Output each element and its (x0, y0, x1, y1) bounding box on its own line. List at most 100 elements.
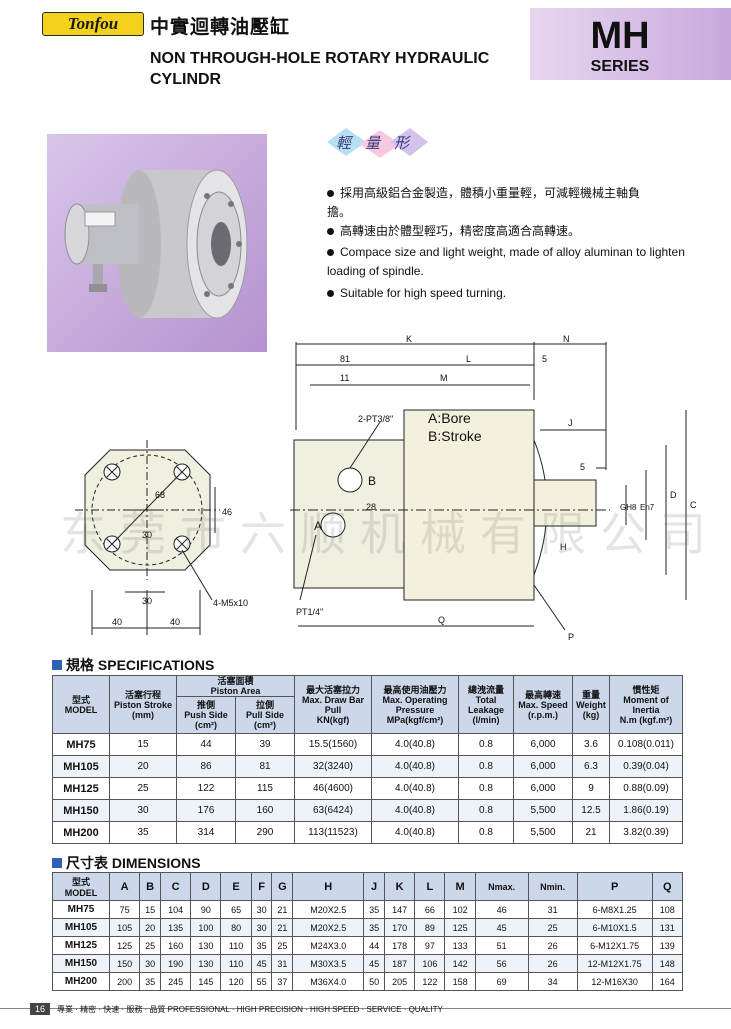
model-cell: MH150 (52, 799, 110, 822)
feature-bullet-zh-1: 採用高級鋁合金製造，體積小重量輕，可減輕機械主軸負擔。 (327, 184, 657, 222)
dim-H: H (560, 542, 567, 552)
dim-cell: 30 (250, 918, 273, 937)
bore-label: A:Bore (428, 410, 471, 426)
header-text: Push Side (184, 710, 228, 720)
dim-col-header: K (383, 872, 416, 901)
dim-col-header: A (108, 872, 141, 901)
bullet-icon (327, 290, 334, 298)
header-text: MODEL (64, 704, 98, 715)
dim-col-header: Q (651, 872, 684, 901)
spec-cell: 86 (176, 755, 236, 778)
dim-cell: 187 (383, 954, 416, 973)
header-text: 推側 (196, 700, 215, 710)
header-text: 重量 (581, 689, 600, 700)
header-text: 最大活塞拉力 (305, 684, 360, 695)
dim-cell: 80 (220, 918, 252, 937)
dim-cell: 131 (651, 918, 684, 937)
dim-cell: 160 (159, 936, 192, 955)
dim-cell: M20X2.5 (292, 918, 365, 937)
dim-cell: 56 (474, 954, 529, 973)
dim-heading-en: DIMENSIONS (111, 855, 201, 871)
dim-C: C (690, 500, 697, 510)
spec-cell: 4.0(40.8) (371, 733, 459, 756)
spec-cell: 6,000 (513, 733, 573, 756)
header-text: 活塞面積 (217, 676, 254, 686)
spec-heading: 規格 SPECIFICATIONS (52, 655, 214, 675)
bullet-icon (327, 249, 334, 257)
dim-col-header: E (220, 872, 252, 901)
dim-cell: 34 (527, 972, 578, 991)
spec-cell: 12.5 (572, 799, 610, 822)
spec-cell: 0.8 (458, 733, 514, 756)
dim-cell: 125 (108, 936, 141, 955)
dim-col-header: Nmax. (474, 872, 529, 901)
spec-cell: 0.39(0.04) (609, 755, 683, 778)
dim-cell: 130 (190, 954, 222, 973)
dim-cell: 120 (220, 972, 252, 991)
dim-cell: 110 (220, 954, 252, 973)
dim-cell: 150 (108, 954, 141, 973)
spec-cell: 0.8 (458, 777, 514, 800)
model-cell: MH200 (52, 821, 110, 844)
dim-cell: 178 (383, 936, 416, 955)
dim-cell: 26 (527, 936, 578, 955)
header-text: N.m (kgf.m²) (619, 714, 673, 725)
section-square-icon (52, 858, 62, 868)
spec-cell: 4.0(40.8) (371, 777, 459, 800)
watermark: 东莞市六顺机械有限公司 (60, 508, 720, 560)
feature-bullet-en-2: Suitable for high speed turning. (327, 284, 657, 303)
dim-cell: 37 (271, 972, 294, 991)
dim-col-header: P (576, 872, 653, 901)
spec-cell: 39 (235, 733, 295, 756)
dim-68: 68 (155, 490, 165, 500)
dim-cell: 45 (250, 954, 273, 973)
dim-cell: 200 (108, 972, 141, 991)
dim-K: K (406, 334, 412, 344)
spec-cell: 4.0(40.8) (371, 821, 459, 844)
dim-cell: 100 (190, 918, 222, 937)
page-number: 16 (30, 1003, 51, 1015)
dim-N: N (563, 334, 570, 344)
feature-badge: 輕量形 (322, 122, 432, 178)
dim-cell: 51 (474, 936, 529, 955)
header-text: (l/min) (472, 714, 500, 725)
dim-40-right: 40 (170, 617, 180, 627)
dim-cell: 105 (108, 918, 141, 937)
header-text: 慣性矩 (632, 684, 660, 695)
spec-cell: 290 (235, 821, 295, 844)
port-A-label: A (314, 519, 322, 533)
dim-col-header: M (444, 872, 476, 901)
dim-cell: 97 (414, 936, 446, 955)
port-label-bottom: PT1/4" (296, 607, 323, 617)
dim-cell: 30 (139, 954, 161, 973)
dim-P: P (568, 632, 574, 642)
dim-cell: 46 (474, 900, 529, 919)
dim-46: 46 (222, 507, 232, 517)
spec-cell: 32(3240) (294, 755, 372, 778)
spec-cell: 314 (176, 821, 236, 844)
dim-col-header: C (159, 872, 192, 901)
header-text: 型式 (71, 694, 90, 705)
dim-cell: 25 (139, 936, 161, 955)
spec-cell: 21 (572, 821, 610, 844)
spec-cell: 0.88(0.09) (609, 777, 683, 800)
spec-heading-en: SPECIFICATIONS (97, 657, 215, 673)
dim-cell: 44 (363, 936, 385, 955)
spec-cell: 20 (109, 755, 177, 778)
feature-bullet-en-1: Compace size and light weight, made of a… (327, 243, 687, 281)
spec-cell: 5,500 (513, 799, 573, 822)
header-text: 拉側 (255, 700, 274, 710)
dim-cell: 164 (651, 972, 684, 991)
stroke-label: B:Stroke (428, 428, 482, 444)
dim-cell: 205 (383, 972, 416, 991)
dim-cell: 35 (250, 936, 273, 955)
dim-col-header: J (363, 872, 385, 901)
